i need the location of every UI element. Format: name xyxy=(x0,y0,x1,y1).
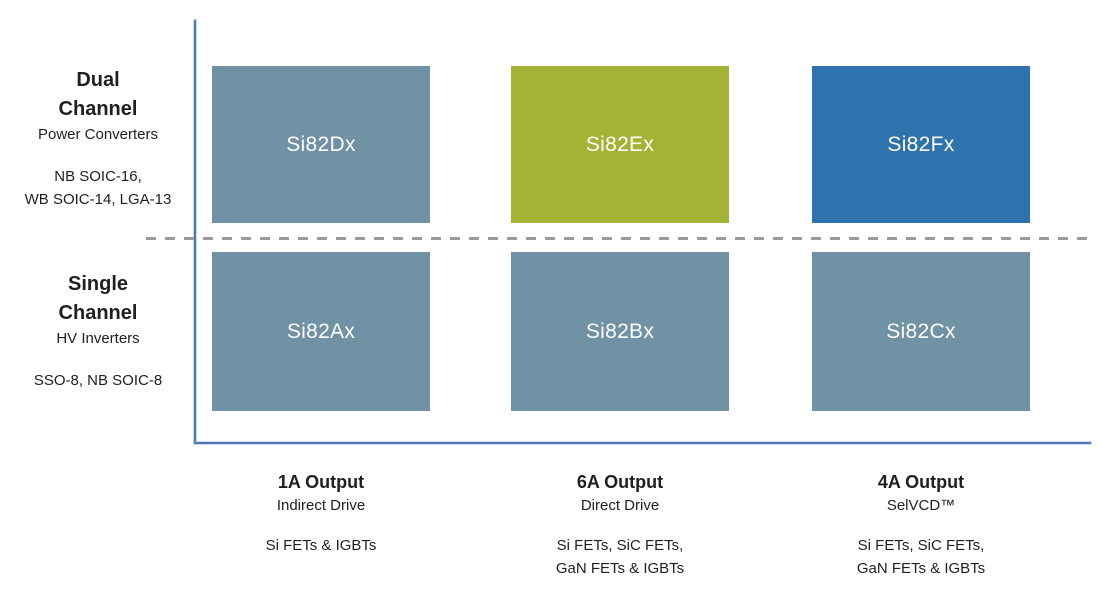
part-number: Si82Ax xyxy=(286,319,356,343)
row-label-dual-channel: Dual Channel Power Converters NB SOIC-16… xyxy=(0,66,196,212)
column-label-4a-output: 4A Output SelVCD™ Si FETs, SiC FETs, GaN… xyxy=(781,472,1061,581)
horizontal-axis-line xyxy=(194,442,1091,444)
column-transistor-types: Si FETs, SiC FETs, GaN FETs & IGBTs xyxy=(856,537,986,578)
cell-si82ex: Si82Ex xyxy=(511,66,729,223)
part-number: Si82Dx xyxy=(286,132,356,156)
column-label-6a-output: 6A Output Direct Drive Si FETs, SiC FETs… xyxy=(480,472,760,581)
cell-si82ax: Si82Ax xyxy=(212,252,430,411)
cell-si82dx: Si82Dx xyxy=(212,66,430,223)
column-transistor-types: Si FETs, SiC FETs, GaN FETs & IGBTs xyxy=(555,537,685,578)
cell-si82cx: Si82Cx xyxy=(812,252,1030,411)
part-number: Si82Ex xyxy=(585,132,655,156)
column-transistor-types: Si FETs & IGBTs xyxy=(265,537,377,554)
column-drive-type: SelVCD™ xyxy=(886,497,956,514)
row-title: Single Channel xyxy=(58,273,138,324)
row-packages: NB SOIC-16, WB SOIC-14, LGA-13 xyxy=(24,168,172,209)
row-title: Dual Channel xyxy=(58,69,138,120)
row-label-single-channel: Single Channel HV Inverters SSO-8, NB SO… xyxy=(0,270,196,392)
cell-si82fx: Si82Fx xyxy=(812,66,1030,223)
column-drive-type: Indirect Drive xyxy=(276,497,366,514)
row-packages: SSO-8, NB SOIC-8 xyxy=(33,372,163,389)
part-number: Si82Fx xyxy=(887,132,955,156)
vertical-axis-line xyxy=(194,20,196,443)
column-output: 4A Output xyxy=(877,472,965,492)
column-output: 6A Output xyxy=(576,472,664,492)
part-number: Si82Bx xyxy=(585,319,655,343)
column-label-1a-output: 1A Output Indirect Drive Si FETs & IGBTs xyxy=(181,472,461,557)
part-number: Si82Cx xyxy=(886,319,956,343)
cell-si82bx: Si82Bx xyxy=(511,252,729,411)
row-divider-dashed-line xyxy=(146,237,1090,240)
row-application: HV Inverters xyxy=(56,330,140,347)
row-application: Power Converters xyxy=(37,126,159,143)
column-output: 1A Output xyxy=(277,472,365,492)
column-drive-type: Direct Drive xyxy=(580,497,660,514)
